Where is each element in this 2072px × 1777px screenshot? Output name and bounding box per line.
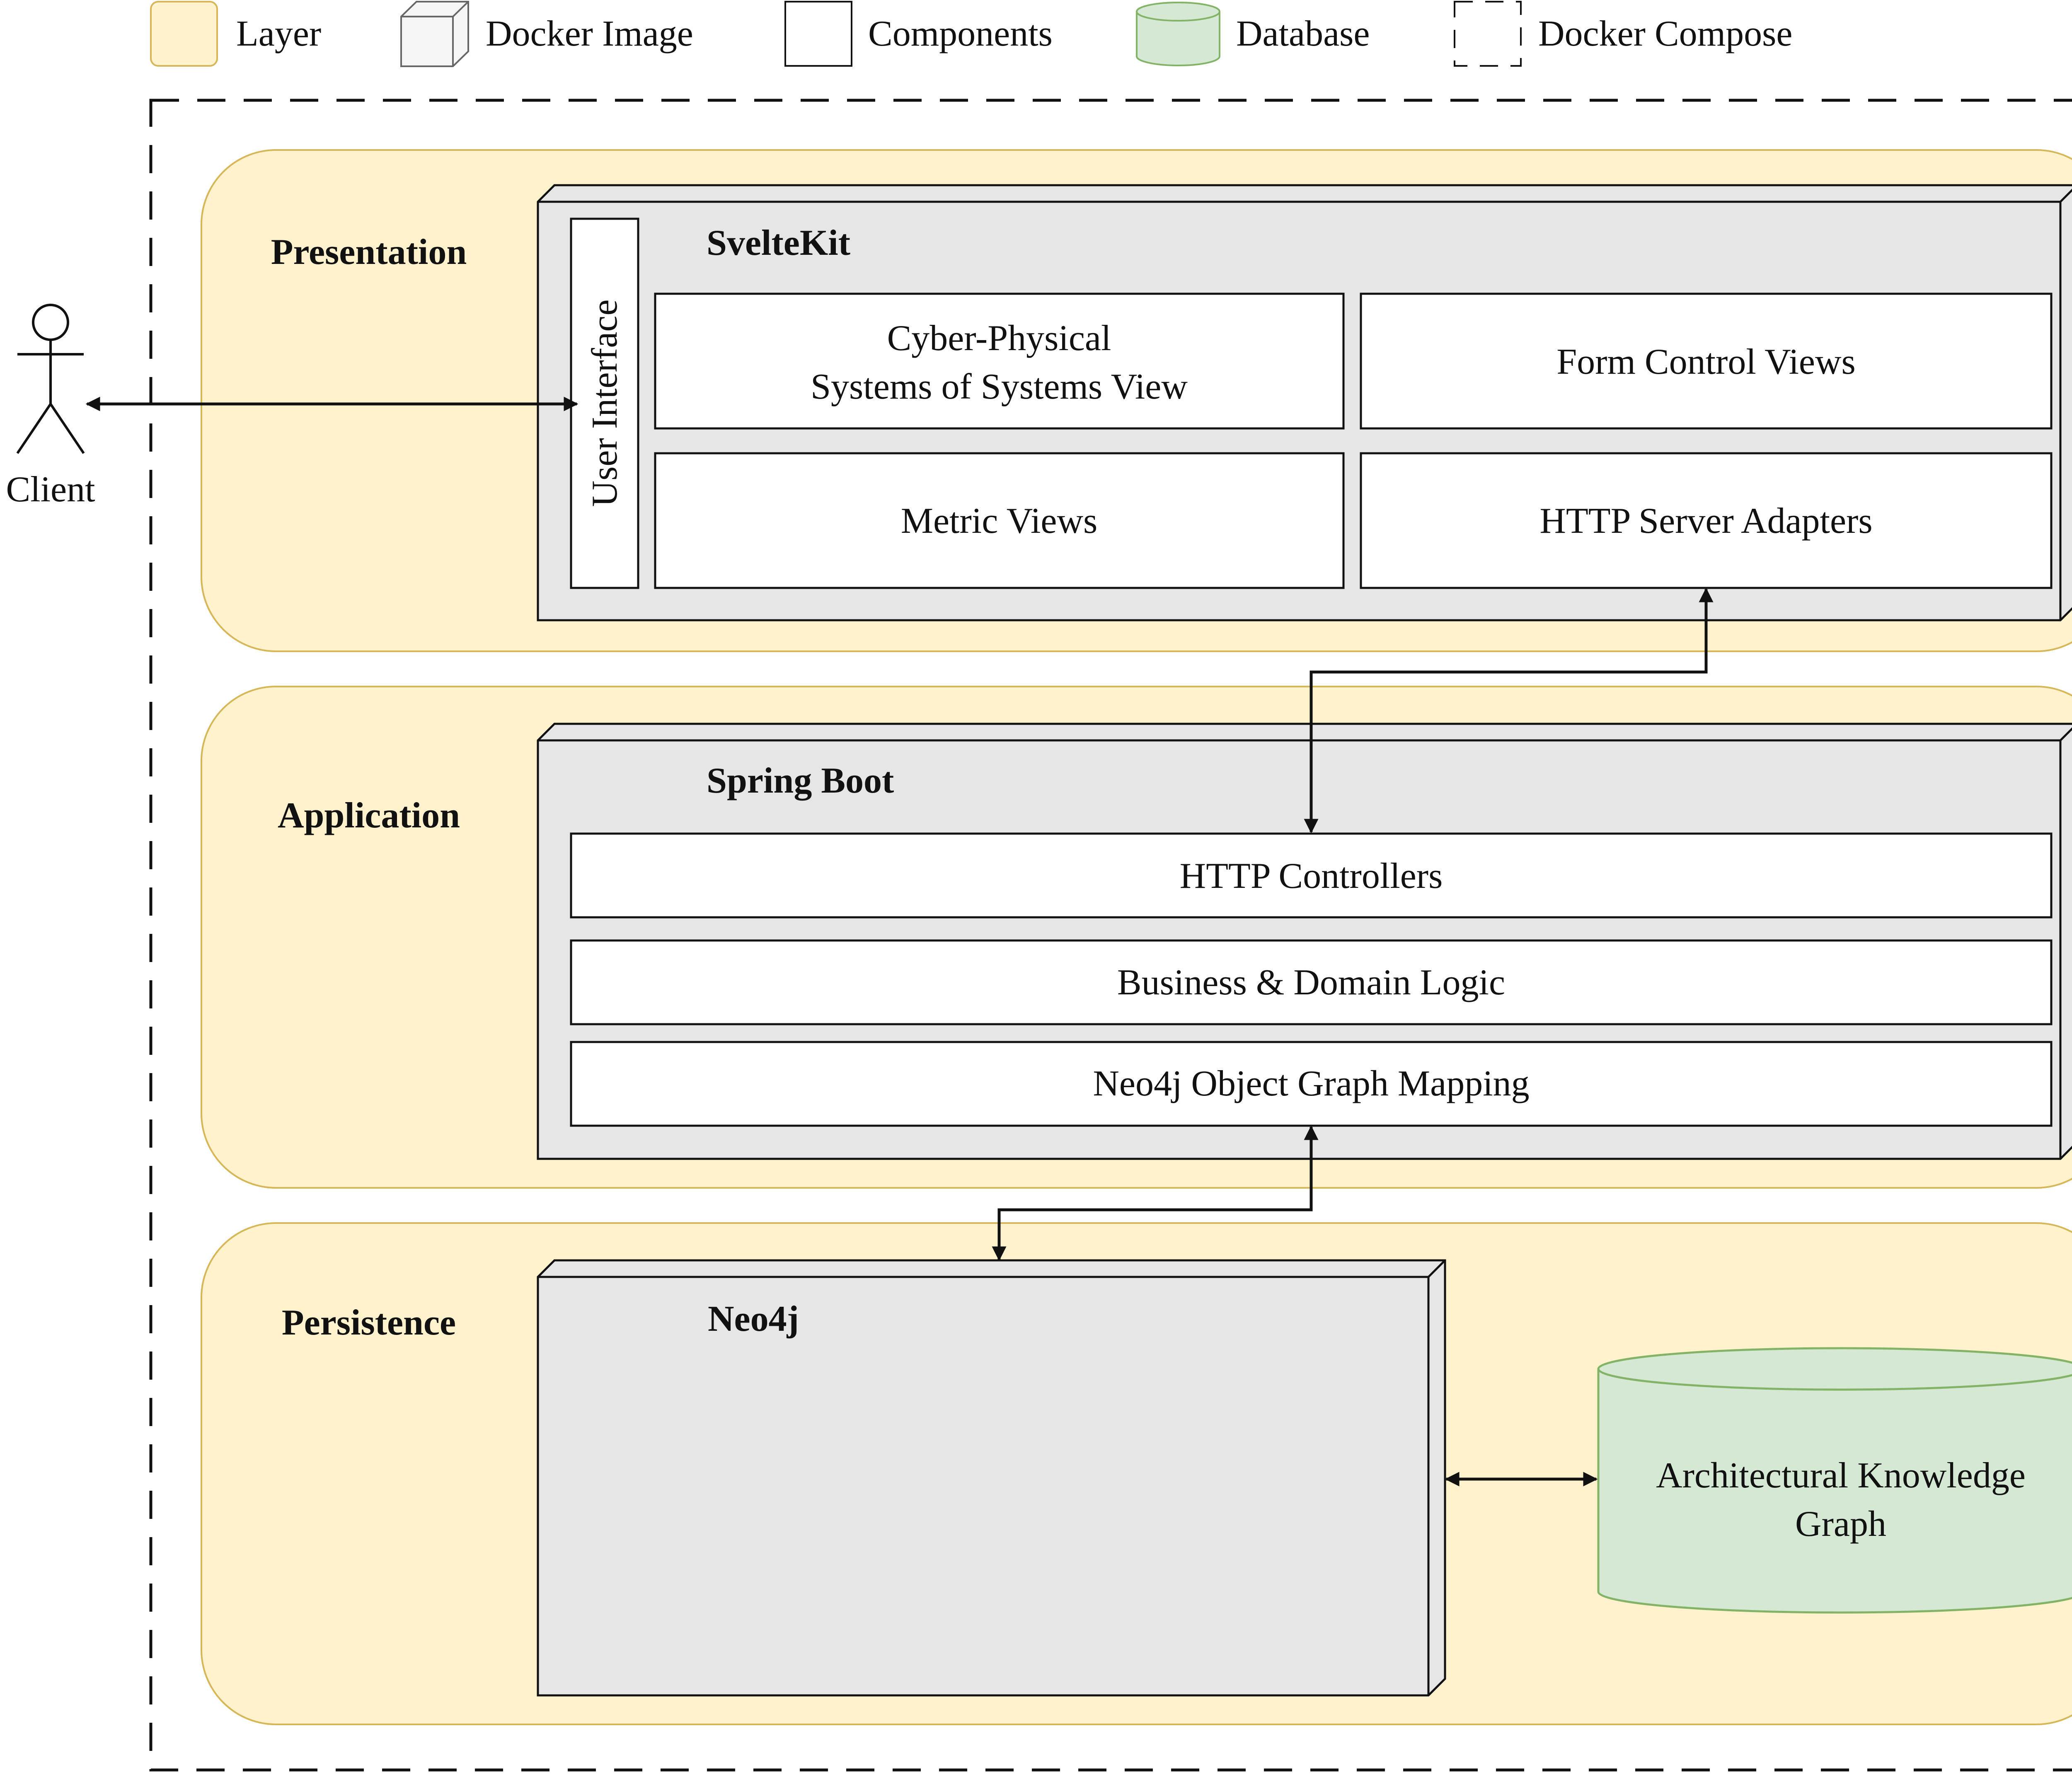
ogm-neo4j-connector bbox=[992, 1125, 1319, 1261]
neo4j-ogm-component bbox=[570, 1041, 2053, 1127]
http-server-adapters-component bbox=[1360, 452, 2053, 589]
metric-views-component bbox=[654, 452, 1345, 589]
cps-view-label-line1: Cyber-Physical bbox=[887, 318, 1111, 358]
business-domain-logic-label: Business & Domain Logic bbox=[1117, 962, 1505, 1003]
client-actor: Client bbox=[6, 304, 95, 510]
database-label-line2: Graph bbox=[1795, 1504, 1886, 1544]
user-interface-component bbox=[570, 218, 639, 589]
legend-components-label: Components bbox=[868, 14, 1053, 54]
legend-layer: Layer bbox=[150, 1, 321, 67]
http-controllers-component bbox=[570, 832, 2053, 919]
legend-docker-compose: Docker Compose bbox=[1454, 1, 1792, 67]
docker-compose-boundary bbox=[149, 99, 2072, 1772]
cps-view-component bbox=[654, 293, 1345, 430]
legend-database: Database bbox=[1136, 2, 1370, 66]
form-control-views-label: Form Control Views bbox=[1556, 342, 1856, 382]
form-control-views-component bbox=[1360, 293, 2053, 430]
client-label: Client bbox=[6, 469, 95, 510]
neo4j-title: Neo4j bbox=[708, 1299, 799, 1339]
presentation-layer-label: Presentation bbox=[271, 232, 467, 272]
legend-docker-image-swatch bbox=[400, 1, 469, 67]
legend-docker-compose-swatch bbox=[1454, 1, 1522, 67]
legend-database-swatch bbox=[1136, 12, 1220, 66]
adapters-controllers-connector bbox=[1304, 587, 1714, 834]
persistence-layer-label: Persistence bbox=[282, 1303, 456, 1343]
neo4j-image: Neo4j bbox=[537, 1259, 1446, 1697]
architectural-knowledge-graph-database: Architectural Knowledge Graph bbox=[1597, 1347, 2072, 1614]
database-label-line1: Architectural Knowledge bbox=[1656, 1455, 2026, 1496]
legend-components: Components bbox=[784, 1, 1053, 67]
legend-components-swatch bbox=[784, 1, 852, 67]
application-layer-label: Application bbox=[278, 795, 460, 836]
user-interface-label: User Interface bbox=[585, 300, 625, 507]
http-server-adapters-label: HTTP Server Adapters bbox=[1539, 501, 1872, 541]
stick-figure-icon bbox=[16, 304, 85, 454]
legend-database-label: Database bbox=[1236, 14, 1370, 54]
spring-boot-image: Spring Boot HTTP Controllers Business & … bbox=[537, 723, 2072, 1160]
legend: Layer Docker Image Components Database D… bbox=[150, 1, 1792, 67]
spring-boot-title: Spring Boot bbox=[707, 761, 894, 801]
http-controllers-label: HTTP Controllers bbox=[1180, 856, 1443, 896]
sveltekit-title: SvelteKit bbox=[707, 223, 850, 263]
cps-view-label-line2: Systems of Systems View bbox=[811, 367, 1188, 407]
connectors bbox=[85, 397, 1714, 1487]
business-domain-logic-component bbox=[570, 939, 2053, 1025]
legend-layer-label: Layer bbox=[236, 14, 321, 54]
legend-layer-swatch bbox=[150, 1, 218, 67]
sveltekit-image: SvelteKit User Interface Cyber-Physical … bbox=[537, 184, 2072, 621]
legend-docker-compose-label: Docker Compose bbox=[1538, 14, 1792, 54]
neo4j-ogm-label: Neo4j Object Graph Mapping bbox=[1093, 1064, 1529, 1104]
metric-views-label: Metric Views bbox=[901, 501, 1098, 541]
legend-docker-image-label: Docker Image bbox=[486, 14, 693, 54]
legend-docker-image: Docker Image bbox=[400, 1, 693, 67]
